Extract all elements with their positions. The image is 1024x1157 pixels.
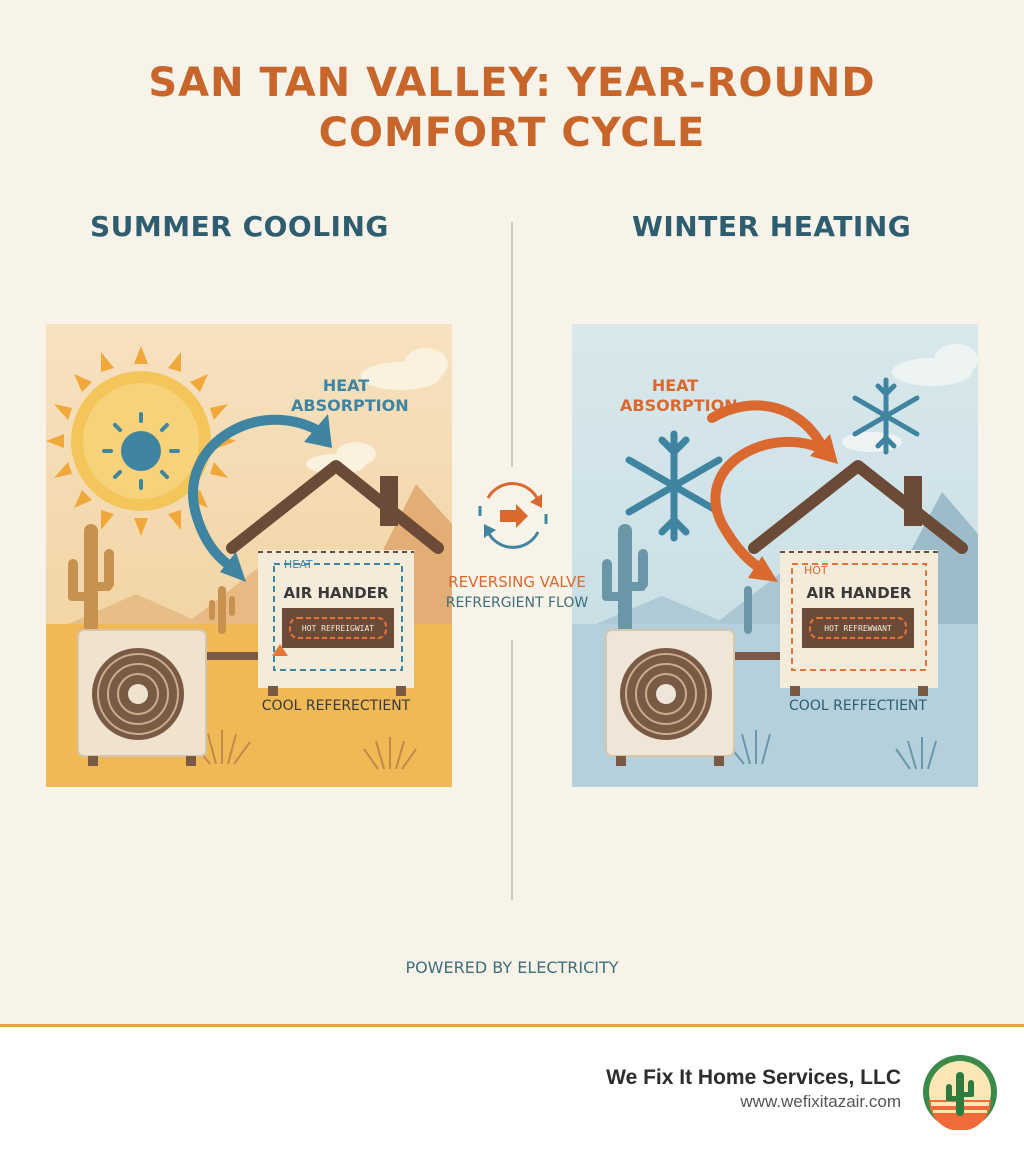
sun-icon bbox=[46, 346, 236, 536]
small-heat-label: HEAT bbox=[284, 558, 313, 571]
footer bbox=[0, 1024, 1024, 1157]
refrigerant-flow-label: REFRERGIENT FLOW bbox=[445, 595, 589, 611]
title-line-1: SAN TAN VALLEY: YEAR-ROUND bbox=[148, 60, 876, 106]
outdoor-unit bbox=[77, 629, 207, 766]
house-icon bbox=[226, 460, 444, 696]
coil-label: HOT REFREIGWIAT bbox=[301, 624, 375, 633]
company-name: We Fix It Home Services, LLC bbox=[606, 1066, 901, 1089]
house-icon bbox=[748, 460, 968, 696]
bottom-label: COOL REFFECTIENT bbox=[789, 698, 927, 714]
heat-absorption-label: HEAT ABSORPTION bbox=[291, 376, 409, 416]
reversing-valve-icon bbox=[478, 482, 548, 549]
heat-flow-arrow bbox=[707, 400, 829, 577]
winter-panel: HEAT ABSORPTION HOT AIR HANDER HOT REFRE… bbox=[572, 324, 978, 787]
bottom-label: COOL REFERECTIENT bbox=[261, 698, 411, 714]
heat-label-line-1: HEAT bbox=[322, 376, 370, 395]
winter-illustration bbox=[572, 324, 978, 787]
outdoor-unit bbox=[605, 629, 735, 766]
air-handler-label: AIR HANDER bbox=[283, 584, 389, 602]
divider-top bbox=[511, 222, 513, 467]
air-handler-label: AIR HANDER bbox=[806, 584, 912, 602]
heat-label-line-2: ABSORPTION bbox=[291, 396, 409, 415]
snowflake-icon-small bbox=[852, 377, 920, 455]
summer-illustration bbox=[46, 324, 452, 787]
title-line-2: COMFORT CYCLE bbox=[318, 110, 706, 156]
powered-by-label: POWERED BY ELECTRICITY bbox=[405, 958, 619, 977]
page-title: SAN TAN VALLEY: YEAR-ROUND COMFORT CYCLE bbox=[0, 58, 1024, 158]
winter-heading: WINTER HEATING bbox=[632, 210, 912, 243]
company-logo bbox=[923, 1055, 997, 1130]
cactus-icon bbox=[602, 524, 752, 634]
cactus-icon bbox=[68, 524, 235, 634]
small-heat-label: HOT bbox=[804, 564, 828, 577]
summer-heading: SUMMER COOLING bbox=[90, 210, 389, 243]
heat-label-line-1: HEAT bbox=[651, 376, 699, 395]
heat-absorption-label: HEAT ABSORPTION bbox=[620, 376, 738, 416]
summer-panel: HEAT ABSORPTION HEAT AIR HANDER HOT REFR… bbox=[46, 324, 452, 787]
reversing-valve-label: REVERSING VALVE bbox=[448, 573, 586, 591]
heat-flow-arrow bbox=[188, 414, 329, 574]
shrub-icon bbox=[727, 730, 937, 770]
coil-label: HOT REFREWWANT bbox=[824, 624, 892, 633]
heat-label-line-2: ABSORPTION bbox=[620, 396, 738, 415]
shrub-icon bbox=[193, 730, 417, 770]
snowflake-icon bbox=[625, 430, 723, 542]
website-link[interactable]: www.wefixitazair.com bbox=[740, 1092, 901, 1111]
divider-bottom bbox=[511, 640, 513, 900]
